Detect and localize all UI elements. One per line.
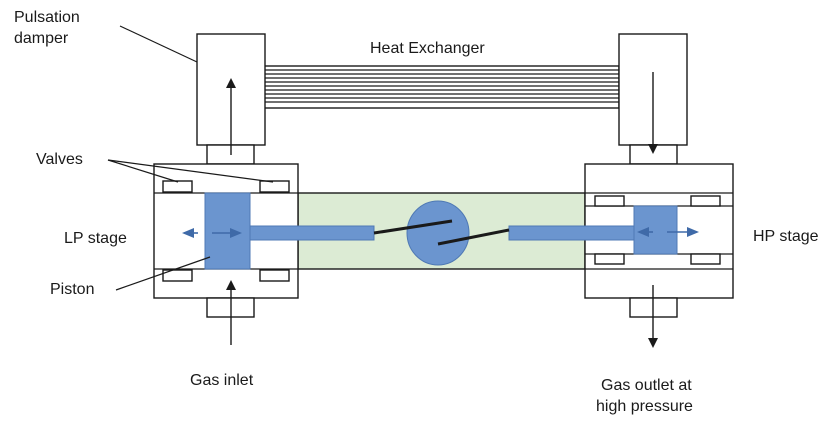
label-heat-exchanger: Heat Exchanger xyxy=(370,40,485,57)
label-hp-stage: HP stage xyxy=(753,228,819,245)
lp-piston-rod xyxy=(249,225,375,241)
valve-lp-bottom-left xyxy=(162,269,193,282)
crankshaft xyxy=(406,200,470,266)
hp-piston xyxy=(633,205,678,255)
leader-valve-2 xyxy=(107,159,274,183)
hp-piston-rod xyxy=(508,225,635,241)
valve-hp-top-left xyxy=(594,195,625,207)
valve-hp-bottom-left xyxy=(594,253,625,265)
label-damper: damper xyxy=(14,30,69,47)
label-pulsation: Pulsation xyxy=(14,9,80,26)
connecting-rod-left xyxy=(373,219,453,235)
label-gas-outlet-line2: high pressure xyxy=(596,398,693,415)
valve-hp-bottom-right xyxy=(690,253,721,265)
label-gas-inlet: Gas inlet xyxy=(190,372,254,389)
lp-piston xyxy=(204,192,251,270)
valve-lp-top-right xyxy=(259,180,290,193)
label-lp-stage: LP stage xyxy=(64,230,127,247)
leader-valve-1 xyxy=(107,159,179,183)
leader-pulsation-damper xyxy=(119,25,198,63)
leader-piston xyxy=(115,256,211,291)
valve-lp-bottom-right xyxy=(259,269,290,282)
connecting-rod-right xyxy=(437,228,510,246)
valve-hp-top-right xyxy=(690,195,721,207)
label-piston: Piston xyxy=(50,281,94,298)
label-valves: Valves xyxy=(36,151,83,168)
valve-lp-top-left xyxy=(162,180,193,193)
heat-exchanger-tubes xyxy=(263,65,620,109)
label-gas-outlet-line1: Gas outlet at xyxy=(601,377,692,394)
